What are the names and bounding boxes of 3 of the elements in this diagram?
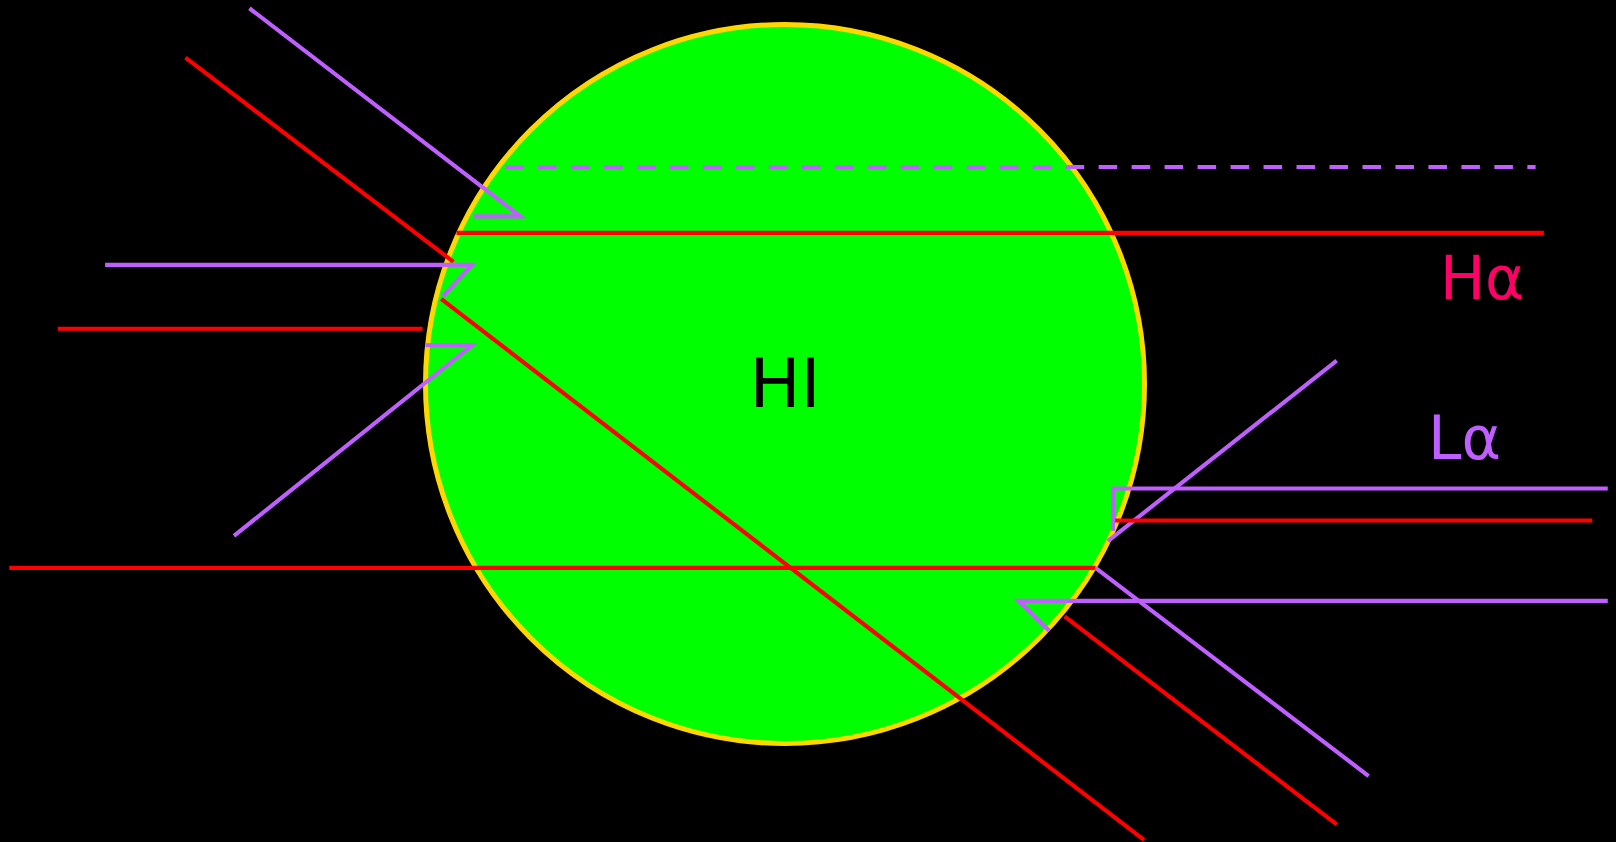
region-label: HI xyxy=(749,350,821,418)
line-label: Lα xyxy=(1428,408,1501,468)
line-label: Hα xyxy=(1440,248,1525,308)
